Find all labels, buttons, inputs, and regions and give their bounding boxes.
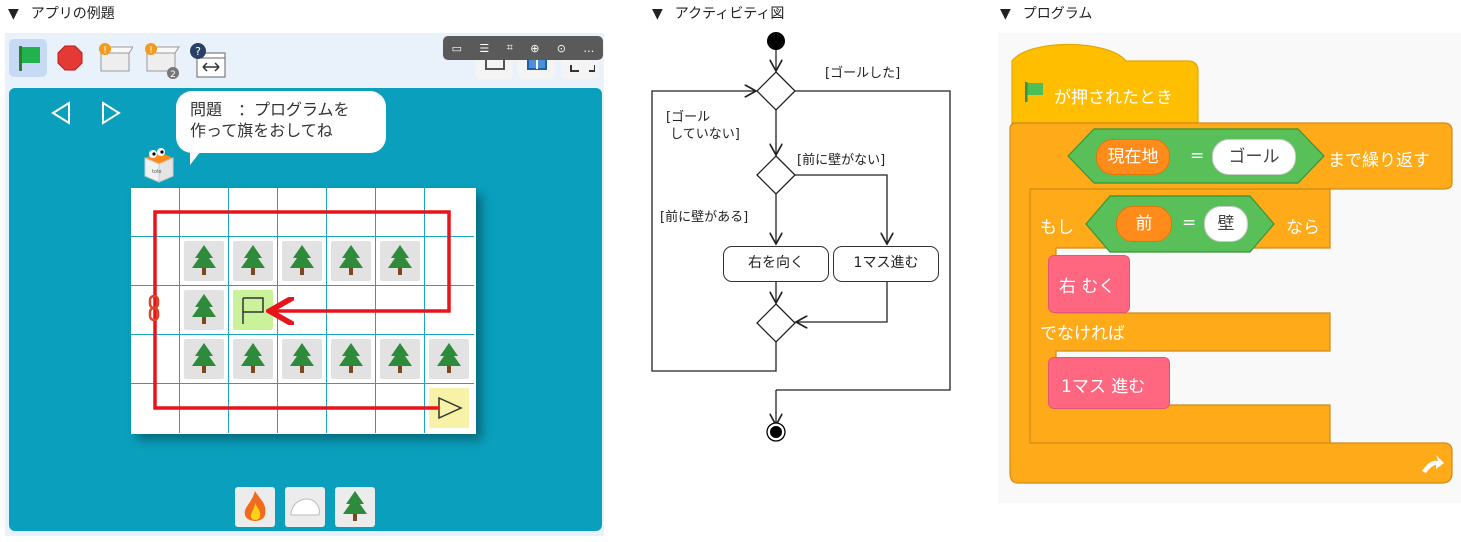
board-cell[interactable] [376, 335, 425, 384]
download-icon[interactable]: ⊙ [556, 41, 566, 55]
image-overlay-toolbar: ▭ ☰ ⌗ ⊕ ⊙ … [443, 36, 603, 60]
board-cell[interactable] [278, 335, 327, 384]
activity-heading-label: アクティビティ図 [674, 6, 785, 22]
tree-icon [184, 241, 224, 281]
action-move-one: 1マス進む [833, 246, 939, 282]
merge-node-bottom [756, 303, 796, 343]
zoom-icon[interactable]: ⊕ [530, 41, 540, 55]
game-board [131, 188, 476, 434]
board-cell[interactable] [327, 335, 376, 384]
map-icon: ! [99, 43, 133, 72]
board-cell[interactable] [425, 286, 474, 335]
level-1-button[interactable]: ! [93, 39, 133, 77]
tree-icon [331, 339, 371, 379]
guard-wall-label: [前に壁がある] [660, 210, 749, 225]
activity-heading: ▼アクティビティ図 [652, 6, 785, 22]
turn-right-block[interactable]: 右 むく [1048, 255, 1130, 313]
tree-icon [184, 339, 224, 379]
board-cell[interactable] [180, 335, 229, 384]
board-cell[interactable] [278, 237, 327, 286]
tree-icon [429, 339, 469, 379]
layout-icon[interactable]: ☰ [479, 41, 490, 55]
repeat-value[interactable]: ゴール [1212, 139, 1296, 175]
run-flag-icon [19, 46, 40, 71]
character-label: tole [152, 169, 162, 175]
merge-node-top [756, 71, 796, 111]
next-arrow-icon[interactable] [99, 100, 123, 126]
move-one-label: 1マス 進む [1061, 377, 1146, 397]
tree-icon [184, 290, 224, 330]
if-block-suffix: なら [1286, 218, 1320, 238]
level-1-badge: ! [103, 45, 107, 56]
board-cell[interactable] [180, 237, 229, 286]
else-label: でなければ [1040, 324, 1125, 344]
board-cell[interactable] [327, 237, 376, 286]
board-cell[interactable] [229, 335, 278, 384]
decision-node-wall [756, 155, 796, 195]
crop-icon[interactable]: ⌗ [506, 41, 513, 54]
help-button[interactable]: ? [185, 39, 226, 78]
turn-right-label: 右 むく [1059, 277, 1116, 297]
palette-tree[interactable] [335, 487, 375, 527]
stop-button[interactable] [51, 39, 89, 77]
palette-fire[interactable] [235, 487, 275, 527]
if-variable[interactable]: 前 [1116, 206, 1172, 242]
palette-rock[interactable] [285, 487, 325, 527]
stop-icon [57, 45, 83, 71]
program-heading: ▼プログラム [1000, 6, 1093, 22]
tree-icon [282, 241, 322, 281]
board-cell[interactable] [180, 286, 229, 335]
tree-icon [233, 339, 273, 379]
route-path [153, 210, 451, 410]
app-heading-label: アプリの例題 [30, 6, 115, 22]
help-swap-icon: ? [190, 43, 226, 78]
activity-diagram-lines [651, 32, 951, 442]
if-label: もし [1040, 218, 1074, 238]
repeat-block-label: まで繰り返す [1328, 151, 1430, 171]
tree-icon [343, 491, 367, 521]
block-program: が押されたとき 現在地 = ゴール まで繰り返す もし 前 = 壁 なら 右 む… [998, 33, 1461, 503]
speech-bubble: 問題 ：プログラムを 作って旗をおしてね [176, 91, 386, 165]
help-badge: ? [195, 45, 201, 58]
tree-icon [331, 241, 371, 281]
guard-not-goal-label: [ゴール していない] [666, 110, 740, 142]
hat-block-label: が押されたとき [1054, 88, 1173, 108]
bubble-text: 問題 ：プログラムを 作って旗をおしてね [190, 100, 350, 140]
board-cell[interactable] [376, 237, 425, 286]
board-cell[interactable] [229, 237, 278, 286]
if-equals: = [1182, 213, 1197, 233]
move-one-block[interactable]: 1マス 進む [1048, 357, 1170, 409]
map-2-icon: ! 2 [145, 43, 180, 80]
tree-icon [380, 339, 420, 379]
level-2-button[interactable]: ! 2 [139, 39, 180, 80]
bubble-tail [190, 147, 204, 165]
tree-icon [233, 241, 273, 281]
prev-arrow-icon[interactable] [49, 100, 73, 126]
tree-icon [380, 241, 420, 281]
green-flag-icon [1025, 82, 1043, 102]
if-value[interactable]: 壁 [1204, 206, 1248, 242]
guard-goal-label: [ゴールした] [825, 66, 901, 81]
game-stage: 問題 ：プログラムを 作って旗をおしてね tole [9, 88, 602, 531]
chain-icon [148, 295, 160, 321]
board-cell[interactable] [425, 335, 474, 384]
more-icon[interactable]: … [583, 41, 595, 55]
guard-no-wall-label: [前に壁がない] [797, 153, 886, 168]
comment-icon[interactable]: ▭ [451, 41, 463, 55]
tree-icon [282, 339, 322, 379]
repeat-variable[interactable]: 現在地 [1096, 139, 1170, 175]
rock-icon [290, 498, 320, 516]
repeat-equals: = [1190, 146, 1205, 166]
character-icon: tole [144, 148, 174, 183]
app-panel: ! ! 2 ? [5, 33, 604, 536]
app-heading: ▼アプリの例題 [8, 6, 115, 22]
level-2-badge: ! [149, 45, 153, 56]
level-2-count: 2 [170, 70, 176, 80]
action-turn-right: 右を向く [723, 246, 829, 282]
program-heading-label: プログラム [1022, 6, 1093, 22]
initial-node [767, 32, 785, 50]
run-button[interactable] [9, 39, 47, 77]
fire-icon [244, 491, 266, 521]
app-toolbar: ! ! 2 ? [5, 33, 604, 85]
